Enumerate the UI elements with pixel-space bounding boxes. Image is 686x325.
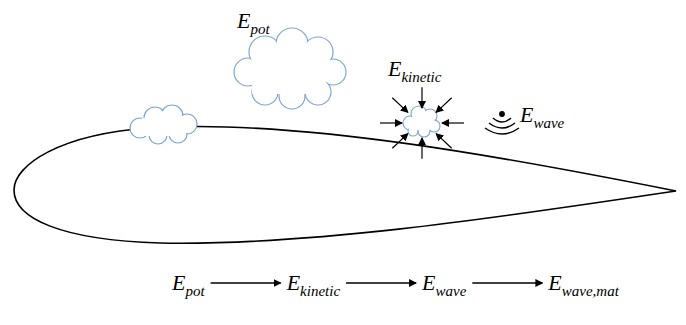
chain-label: Ewave [422, 272, 466, 294]
chain-label: Ekinetic [287, 272, 340, 294]
compression-arrow [436, 134, 452, 149]
compression-arrow [421, 138, 422, 159]
energy-label: Ekinetic [388, 58, 441, 80]
chain-label: Epot [172, 272, 205, 294]
compression-arrow [421, 87, 422, 108]
chain-arrows [211, 282, 543, 283]
compression-arrow [392, 134, 408, 149]
compression-arrow [392, 98, 408, 113]
compression-arrow [436, 98, 452, 113]
cloud-small [130, 105, 197, 144]
chain-arrow [472, 282, 542, 283]
compression-arrow [442, 122, 464, 123]
chain-arrow [346, 282, 416, 283]
airfoil [14, 126, 676, 243]
compression-arrows [380, 87, 464, 158]
cloud-large [234, 28, 346, 109]
compression-arrow [380, 122, 402, 123]
energy-label: Epot [237, 10, 270, 32]
wave-icon [485, 112, 519, 134]
cloud-compressed [403, 106, 440, 137]
chain-arrow [211, 282, 281, 283]
chain-label: Ewave,mat [548, 272, 619, 294]
energy-label: Ewave [520, 104, 564, 126]
